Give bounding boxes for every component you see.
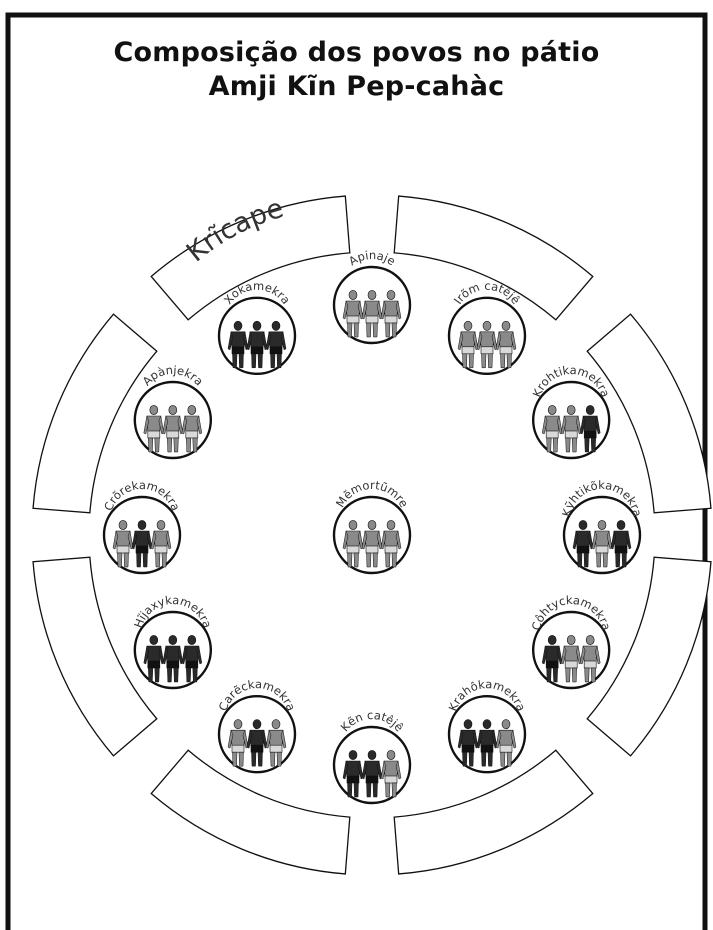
group-12: Xokamekra (219, 279, 295, 374)
group-2: Irõm catêjê (449, 279, 525, 374)
group-6: Krahôkamekra (446, 677, 529, 772)
group-1: Apinaje (334, 248, 410, 343)
group-10: Crõrekamekra (101, 478, 183, 573)
group-5: Côhtyckamekra (529, 593, 614, 688)
center-group-circle: Mẽmortũmre (333, 478, 411, 573)
group-11: Apànjekra (135, 363, 211, 458)
group-3: Krohtikamekra (530, 363, 613, 458)
group-8: Carẽckamekra (216, 677, 299, 772)
center-group: Mẽmortũmre (333, 478, 411, 573)
group-7: Kẽn catêjê (334, 708, 410, 803)
group-9: Hĩjaxykamekra (131, 593, 215, 688)
group-name: Apinaje (346, 248, 398, 268)
group-4: Kỹhtikõkamekra (559, 478, 644, 573)
group-name-text: Apinaje (346, 248, 398, 268)
